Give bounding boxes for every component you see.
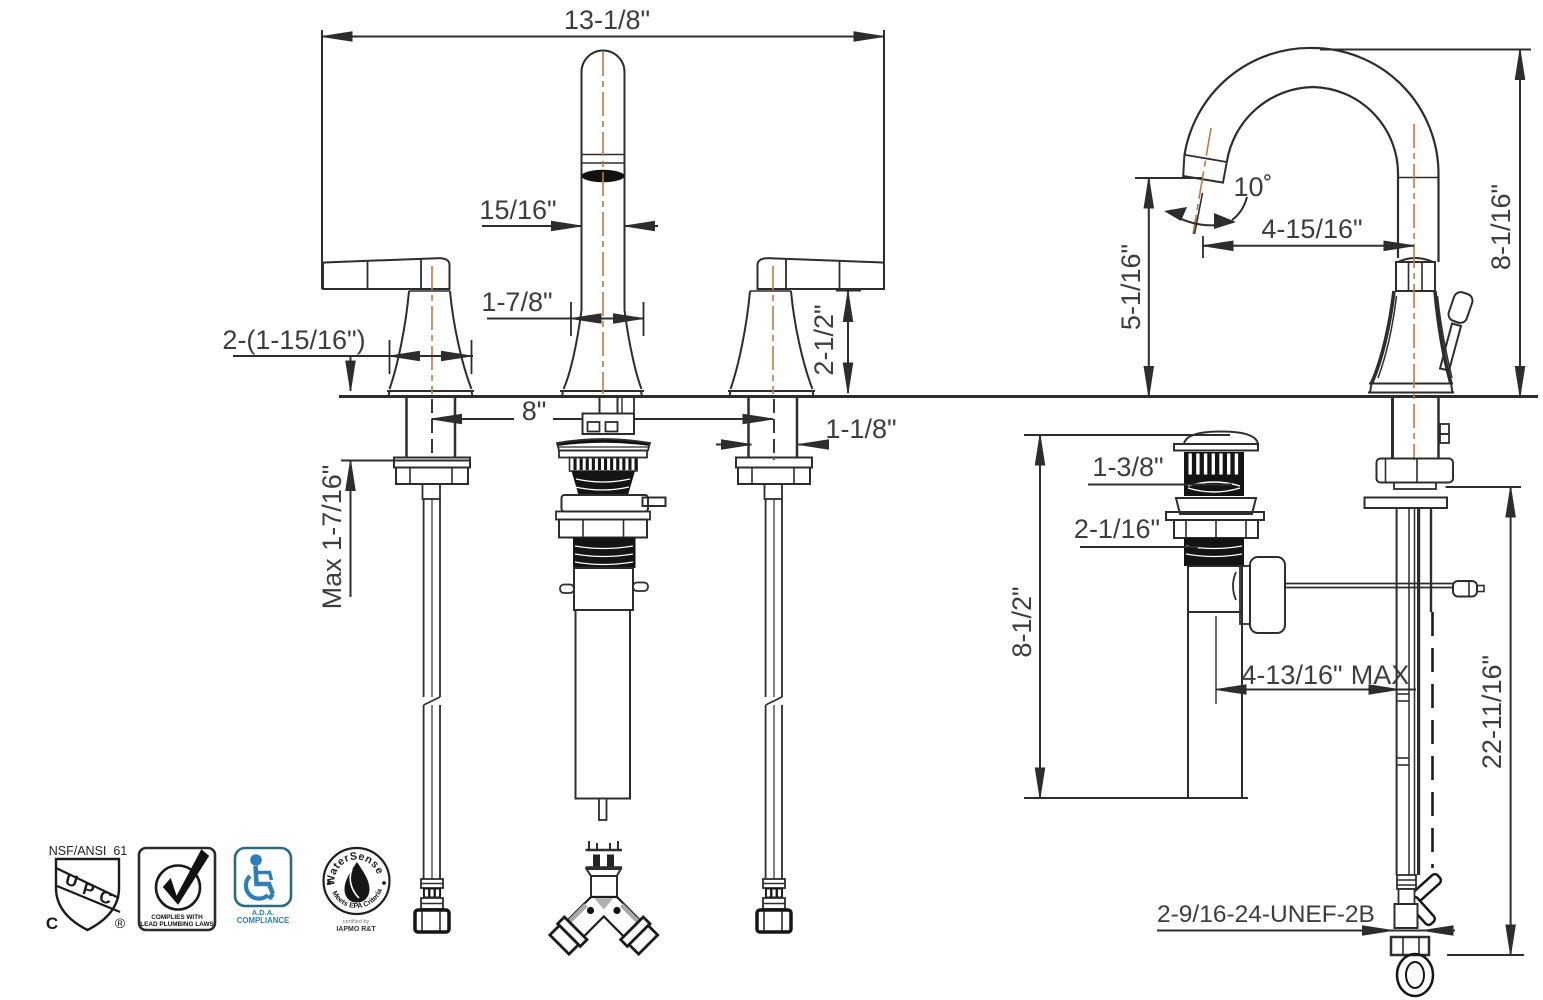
- svg-text:LEAD PLUMBING LAWS: LEAD PLUMBING LAWS: [140, 921, 214, 928]
- svg-text:1-3/8": 1-3/8": [1092, 452, 1163, 482]
- svg-text:1-7/8": 1-7/8": [481, 287, 552, 317]
- svg-text:2-(1-15/16"): 2-(1-15/16"): [222, 325, 365, 355]
- svg-text:C: C: [97, 887, 114, 909]
- svg-text:P: P: [80, 879, 96, 900]
- svg-text:2-1/16": 2-1/16": [1074, 514, 1160, 544]
- svg-text:1-1/8": 1-1/8": [825, 414, 896, 444]
- svg-text:NSF/ANSI 61: NSF/ANSI 61: [49, 844, 128, 858]
- svg-text:15/16": 15/16": [479, 195, 556, 225]
- svg-text:4-13/16": 4-13/16": [1241, 660, 1342, 690]
- svg-text:MAX: MAX: [1351, 660, 1410, 690]
- svg-text:2-1/2": 2-1/2": [809, 304, 839, 375]
- svg-text:Max 1-7/16": Max 1-7/16": [317, 465, 347, 610]
- svg-text:COMPLIANCE: COMPLIANCE: [237, 916, 289, 925]
- svg-text:2-9/16-24-UNEF-2B: 2-9/16-24-UNEF-2B: [1157, 901, 1375, 928]
- svg-text:certified by: certified by: [343, 919, 370, 925]
- svg-text:U: U: [63, 870, 80, 892]
- svg-text:10˚: 10˚: [1233, 172, 1272, 202]
- svg-text:IAPMO R&T: IAPMO R&T: [336, 926, 376, 933]
- svg-text:COMPLIES WITH: COMPLIES WITH: [151, 914, 203, 921]
- svg-text:8-1/16": 8-1/16": [1486, 184, 1516, 270]
- svg-text:8": 8": [522, 396, 547, 426]
- svg-text:4-15/16": 4-15/16": [1261, 214, 1362, 244]
- svg-text:8-1/2": 8-1/2": [1007, 586, 1037, 657]
- svg-text:A.D.A.: A.D.A.: [252, 908, 275, 917]
- svg-text:22-11/16": 22-11/16": [1477, 655, 1507, 769]
- svg-text:13-1/8": 13-1/8": [564, 5, 650, 35]
- svg-text:5-1/16": 5-1/16": [1116, 244, 1146, 330]
- svg-text:®: ®: [115, 915, 126, 931]
- svg-text:C: C: [46, 914, 58, 933]
